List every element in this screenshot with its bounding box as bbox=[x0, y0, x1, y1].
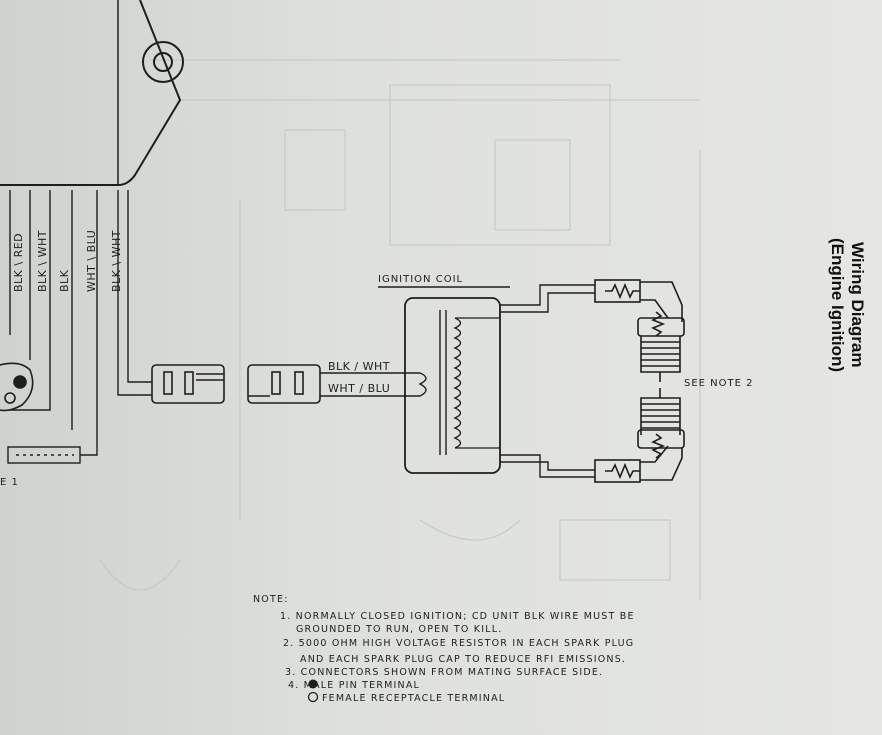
upper-spark-plug bbox=[637, 317, 685, 382]
note-line: 2. 5000 OHM HIGH VOLTAGE RESISTOR IN EAC… bbox=[283, 638, 634, 649]
see-note-label: SEE NOTE 2 bbox=[684, 378, 753, 389]
note-line: 3. CONNECTORS SHOWN FROM MATING SURFACE … bbox=[285, 667, 603, 678]
note-line: 1. NORMALLY CLOSED IGNITION; CD UNIT BLK… bbox=[280, 611, 635, 622]
cd-unit bbox=[0, 0, 184, 186]
coil-wire-label-lower: WHT / BLU bbox=[328, 382, 390, 395]
title-line-2: (Engine Ignition) bbox=[828, 238, 847, 372]
harness-wires bbox=[9, 190, 152, 456]
resistor-icon bbox=[651, 433, 666, 459]
coil-wire-label-upper: BLK / WHT bbox=[328, 360, 390, 373]
coil-leads bbox=[320, 372, 427, 397]
partial-label: E 1 bbox=[0, 477, 19, 488]
bleed-through bbox=[99, 59, 701, 600]
male-pin-icon bbox=[308, 679, 318, 689]
note-line: FEMALE RECEPTACLE TERMINAL bbox=[322, 693, 505, 704]
lower-spark-plug bbox=[637, 388, 685, 449]
notes-block: NOTE: 1. NORMALLY CLOSED IGNITION; CD UN… bbox=[253, 594, 635, 704]
lower-plug-cap bbox=[594, 433, 683, 483]
resistor-icon bbox=[651, 311, 666, 337]
wire-labels: BLK \ RED BLK \ WHT BLK WHT \ BLU BLK \ … bbox=[12, 230, 123, 292]
upper-plug-cap bbox=[594, 279, 683, 337]
notes-heading: NOTE: bbox=[253, 594, 289, 605]
cd-unit-mount-hole-icon bbox=[142, 41, 184, 83]
harness-connector bbox=[151, 364, 321, 404]
wire-label: BLK \ RED bbox=[12, 233, 25, 292]
wire-label: BLK bbox=[58, 269, 71, 292]
note-line: AND EACH SPARK PLUG CAP TO REDUCE RFI EM… bbox=[300, 654, 626, 665]
note-line: GROUNDED TO RUN, OPEN TO KILL. bbox=[296, 624, 502, 635]
resistor-icon bbox=[605, 282, 640, 300]
note-line: 4. MALE PIN TERMINAL bbox=[288, 680, 420, 691]
wire-label: BLK \ WHT bbox=[110, 230, 123, 292]
title-line-1: Wiring Diagram bbox=[848, 242, 867, 367]
ignition-coil bbox=[404, 297, 501, 474]
left-terminal-strip bbox=[7, 446, 81, 464]
left-connector bbox=[0, 362, 34, 412]
diagram-title: Wiring Diagram (Engine Ignition) bbox=[828, 238, 867, 372]
ignition-coil-label: IGNITION COIL bbox=[378, 274, 463, 285]
wire-label: BLK \ WHT bbox=[36, 230, 49, 292]
female-receptacle-icon bbox=[307, 691, 319, 703]
wire-label: WHT \ BLU bbox=[85, 230, 98, 292]
resistor-icon bbox=[605, 462, 640, 480]
high-tension-leads bbox=[500, 284, 595, 478]
